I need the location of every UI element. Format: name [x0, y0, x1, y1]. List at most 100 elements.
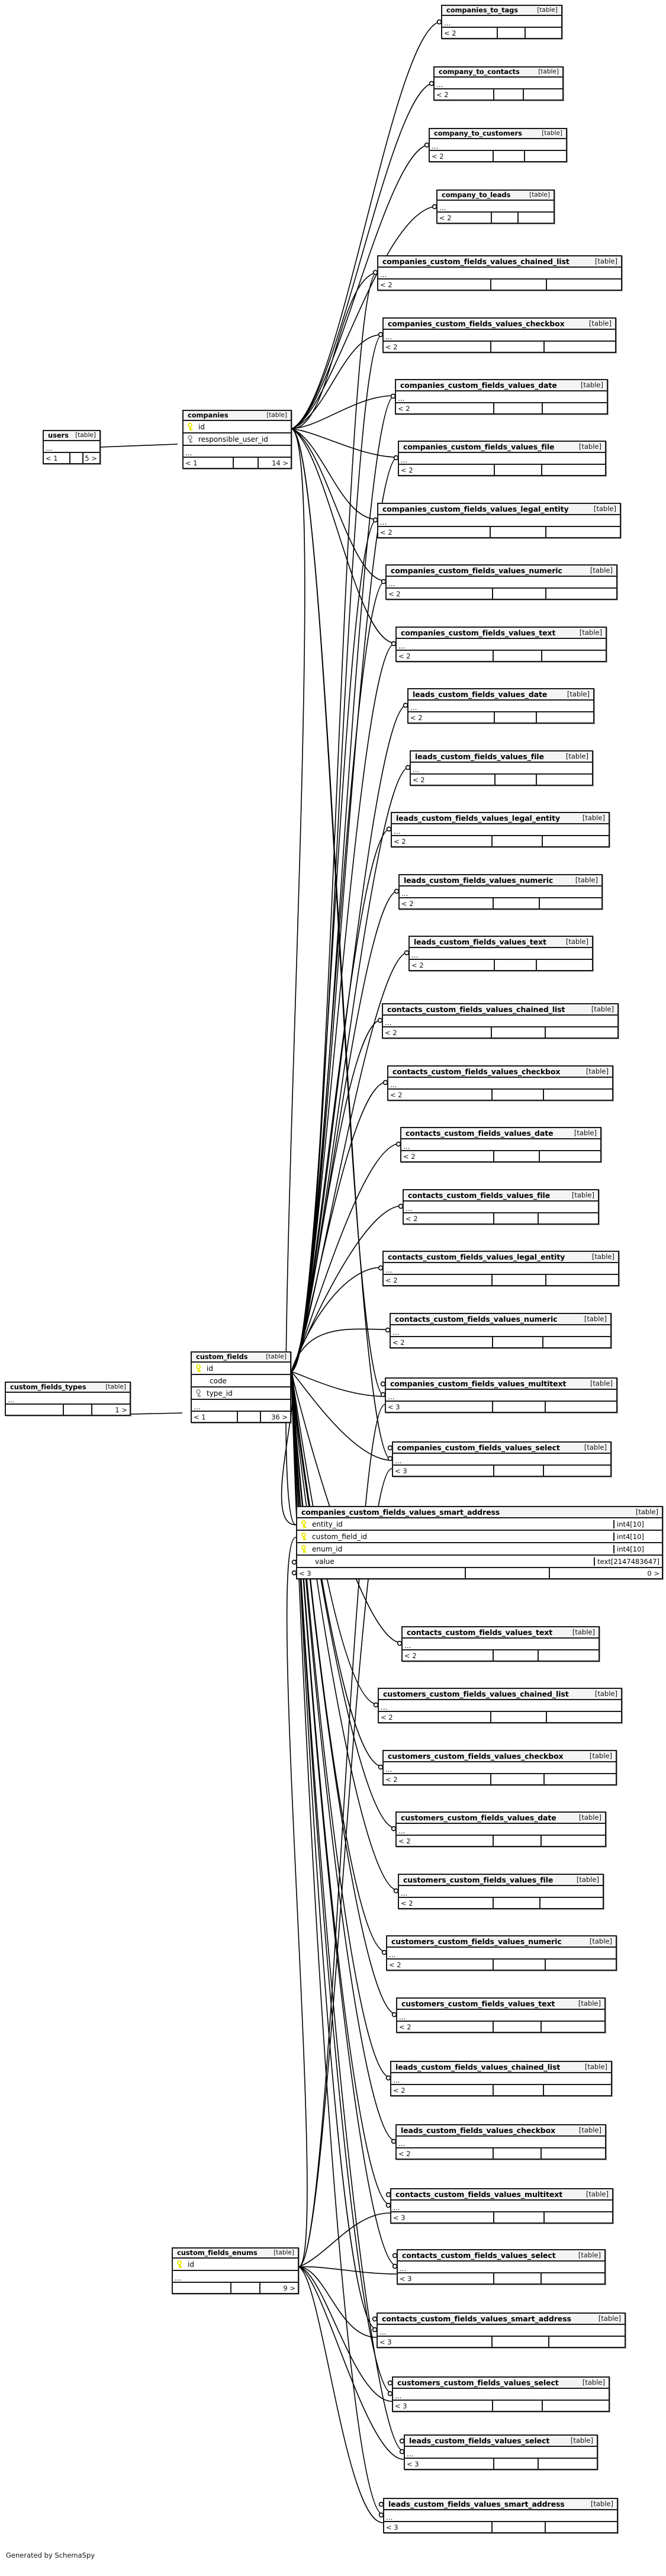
table-header[interactable]: contacts_custom_fields_values_file[table…: [404, 1190, 598, 1202]
table-header[interactable]: leads_custom_fields_values_checkbox[tabl…: [397, 2125, 605, 2137]
table-node-leads_custom_fields_values_smart_address[interactable]: leads_custom_fields_values_smart_address…: [383, 2498, 618, 2533]
table-header[interactable]: company_to_contacts[table]: [435, 68, 562, 78]
table-node-companies_custom_fields_values_chained_list[interactable]: companies_custom_fields_values_chained_l…: [377, 255, 622, 291]
table-node-contacts_custom_fields_values_checkbox[interactable]: contacts_custom_fields_values_checkbox[t…: [387, 1065, 613, 1101]
table-header[interactable]: companies_custom_fields_values_numeric[t…: [387, 566, 616, 577]
table-header[interactable]: customers_custom_fields_values_select[ta…: [393, 2378, 609, 2389]
table-node-customers_custom_fields_values_checkbox[interactable]: customers_custom_fields_values_checkbox[…: [382, 1750, 617, 1785]
table-header[interactable]: contacts_custom_fields_values_smart_addr…: [378, 2314, 625, 2325]
table-node-companies_custom_fields_values_date[interactable]: companies_custom_fields_values_date[tabl…: [395, 379, 608, 415]
table-node-customers_custom_fields_values_select[interactable]: customers_custom_fields_values_select[ta…: [392, 2376, 610, 2412]
table-header[interactable]: contacts_custom_fields_values_checkbox[t…: [388, 1067, 612, 1078]
table-node-company_to_leads[interactable]: company_to_leads[table]...< 2: [436, 189, 555, 224]
table-header[interactable]: users[table]: [44, 431, 99, 441]
table-header[interactable]: contacts_custom_fields_values_multitext[…: [391, 2189, 612, 2201]
table-header[interactable]: companies_custom_fields_values_legal_ent…: [378, 504, 620, 515]
table-node-leads_custom_fields_values_chained_list[interactable]: leads_custom_fields_values_chained_list[…: [390, 2061, 612, 2096]
table-header[interactable]: contacts_custom_fields_values_select[tab…: [398, 2250, 604, 2262]
table-header[interactable]: companies_custom_fields_values_date[tabl…: [396, 380, 607, 391]
table-node-custom_fields_enums[interactable]: custom_fields_enums[table]id...9 >: [172, 2247, 299, 2294]
table-node-company_to_customers[interactable]: company_to_customers[table]...< 2: [429, 128, 567, 162]
table-header[interactable]: companies_custom_fields_values_checkbox[…: [384, 319, 615, 330]
column-row[interactable]: id: [173, 2259, 298, 2271]
table-node-leads_custom_fields_values_checkbox[interactable]: leads_custom_fields_values_checkbox[tabl…: [395, 2124, 606, 2160]
table-node-contacts_custom_fields_values_select[interactable]: contacts_custom_fields_values_select[tab…: [397, 2249, 606, 2285]
table-header[interactable]: customers_custom_fields_values_numeric[t…: [387, 1936, 616, 1948]
table-node-contacts_custom_fields_values_file[interactable]: contacts_custom_fields_values_file[table…: [403, 1189, 599, 1225]
table-node-companies_custom_fields_values_multitext[interactable]: companies_custom_fields_values_multitext…: [385, 1377, 617, 1413]
table-header[interactable]: contacts_custom_fields_values_text[table…: [403, 1627, 599, 1639]
table-node-companies_custom_fields_values_smart_address[interactable]: companies_custom_fields_values_smart_add…: [296, 1506, 663, 1579]
column-row[interactable]: id: [184, 421, 291, 433]
table-node-customers_custom_fields_values_numeric[interactable]: customers_custom_fields_values_numeric[t…: [386, 1935, 617, 1971]
table-header[interactable]: companies_custom_fields_values_file[tabl…: [399, 442, 605, 453]
table-node-customers_custom_fields_values_file[interactable]: customers_custom_fields_values_file[tabl…: [398, 1874, 604, 1909]
table-node-customers_custom_fields_values_text[interactable]: customers_custom_fields_values_text[tabl…: [396, 1997, 606, 2033]
table-node-companies_custom_fields_values_checkbox[interactable]: companies_custom_fields_values_checkbox[…: [382, 317, 616, 353]
table-header[interactable]: customers_custom_fields_values_chained_l…: [379, 1689, 621, 1700]
table-node-custom_fields_types[interactable]: custom_fields_types[table]...1 >: [5, 1382, 131, 1416]
table-node-customers_custom_fields_values_chained_list[interactable]: customers_custom_fields_values_chained_l…: [378, 1688, 622, 1723]
table-header[interactable]: custom_fields[table]: [192, 1353, 290, 1363]
table-node-leads_custom_fields_values_text[interactable]: leads_custom_fields_values_text[table]..…: [408, 936, 593, 971]
table-header[interactable]: companies_custom_fields_values_multitext…: [386, 1379, 616, 1390]
table-header[interactable]: custom_fields_enums[table]: [173, 2249, 298, 2259]
table-node-leads_custom_fields_values_numeric[interactable]: leads_custom_fields_values_numeric[table…: [398, 874, 603, 910]
table-header[interactable]: contacts_custom_fields_values_chained_li…: [383, 1004, 617, 1016]
table-node-contacts_custom_fields_values_smart_address[interactable]: contacts_custom_fields_values_smart_addr…: [377, 2312, 626, 2348]
table-node-companies_to_tags[interactable]: companies_to_tags[table]...< 2: [441, 5, 562, 39]
table-node-companies_custom_fields_values_file[interactable]: companies_custom_fields_values_file[tabl…: [398, 441, 606, 476]
table-header[interactable]: custom_fields_types[table]: [6, 1383, 130, 1393]
table-header[interactable]: leads_custom_fields_values_text[table]: [410, 937, 592, 948]
table-header[interactable]: leads_custom_fields_values_smart_address…: [384, 2499, 617, 2510]
table-header[interactable]: contacts_custom_fields_values_legal_enti…: [384, 1252, 618, 1263]
table-node-leads_custom_fields_values_date[interactable]: leads_custom_fields_values_date[table]..…: [407, 688, 594, 724]
table-header[interactable]: companies_custom_fields_values_text[tabl…: [397, 628, 606, 639]
table-header[interactable]: companies_to_tags[table]: [442, 6, 561, 16]
table-header[interactable]: customers_custom_fields_values_date[tabl…: [397, 1813, 605, 1824]
table-header[interactable]: companies_custom_fields_values_smart_add…: [297, 1507, 662, 1518]
table-header[interactable]: customers_custom_fields_values_text[tabl…: [397, 1999, 604, 2010]
table-node-leads_custom_fields_values_file[interactable]: leads_custom_fields_values_file[table]..…: [410, 750, 593, 786]
table-header[interactable]: leads_custom_fields_values_legal_entity[…: [392, 813, 609, 824]
table-node-companies_custom_fields_values_text[interactable]: companies_custom_fields_values_text[tabl…: [395, 627, 607, 662]
table-header[interactable]: companies_custom_fields_values_select[ta…: [393, 1443, 610, 1454]
table-header[interactable]: leads_custom_fields_values_date[table]: [408, 689, 593, 701]
column-row[interactable]: responsible_user_id: [184, 433, 291, 446]
table-node-company_to_contacts[interactable]: company_to_contacts[table]...< 2: [433, 66, 564, 101]
table-header[interactable]: customers_custom_fields_values_checkbox[…: [384, 1751, 616, 1762]
table-node-contacts_custom_fields_values_chained_list[interactable]: contacts_custom_fields_values_chained_li…: [382, 1003, 619, 1039]
table-header[interactable]: company_to_leads[table]: [437, 191, 554, 201]
table-header[interactable]: companies[table]: [184, 411, 291, 421]
table-node-leads_custom_fields_values_select[interactable]: leads_custom_fields_values_select[table]…: [404, 2434, 598, 2470]
column-row[interactable]: id: [192, 1363, 290, 1375]
table-header[interactable]: leads_custom_fields_values_numeric[table…: [400, 875, 601, 886]
table-node-leads_custom_fields_values_legal_entity[interactable]: leads_custom_fields_values_legal_entity[…: [391, 812, 610, 847]
column-row[interactable]: type_id: [192, 1387, 290, 1400]
table-node-contacts_custom_fields_values_multitext[interactable]: contacts_custom_fields_values_multitext[…: [390, 2188, 613, 2224]
table-header[interactable]: leads_custom_fields_values_select[table]: [405, 2436, 597, 2447]
table-node-companies_custom_fields_values_select[interactable]: companies_custom_fields_values_select[ta…: [392, 1441, 612, 1477]
table-node-companies_custom_fields_values_numeric[interactable]: companies_custom_fields_values_numeric[t…: [385, 564, 617, 600]
table-node-contacts_custom_fields_values_numeric[interactable]: contacts_custom_fields_values_numeric[ta…: [390, 1313, 612, 1348]
column-row[interactable]: code: [192, 1375, 290, 1387]
table-header[interactable]: leads_custom_fields_values_file[table]: [411, 751, 592, 763]
table-node-contacts_custom_fields_values_text[interactable]: contacts_custom_fields_values_text[table…: [401, 1626, 600, 1662]
table-node-contacts_custom_fields_values_legal_entity[interactable]: contacts_custom_fields_values_legal_enti…: [382, 1251, 619, 1286]
table-header[interactable]: company_to_customers[table]: [430, 129, 566, 139]
table-header[interactable]: contacts_custom_fields_values_numeric[ta…: [391, 1314, 610, 1325]
table-node-companies_custom_fields_values_legal_entity[interactable]: companies_custom_fields_values_legal_ent…: [377, 503, 621, 538]
table-node-contacts_custom_fields_values_date[interactable]: contacts_custom_fields_values_date[table…: [400, 1127, 601, 1162]
table-header[interactable]: companies_custom_fields_values_chained_l…: [378, 256, 621, 268]
table-header[interactable]: customers_custom_fields_values_file[tabl…: [399, 1875, 603, 1886]
table-header[interactable]: leads_custom_fields_values_chained_list[…: [391, 2062, 611, 2073]
table-header[interactable]: contacts_custom_fields_values_date[table…: [401, 1128, 600, 1139]
table-node-customers_custom_fields_values_date[interactable]: customers_custom_fields_values_date[tabl…: [395, 1811, 606, 1847]
